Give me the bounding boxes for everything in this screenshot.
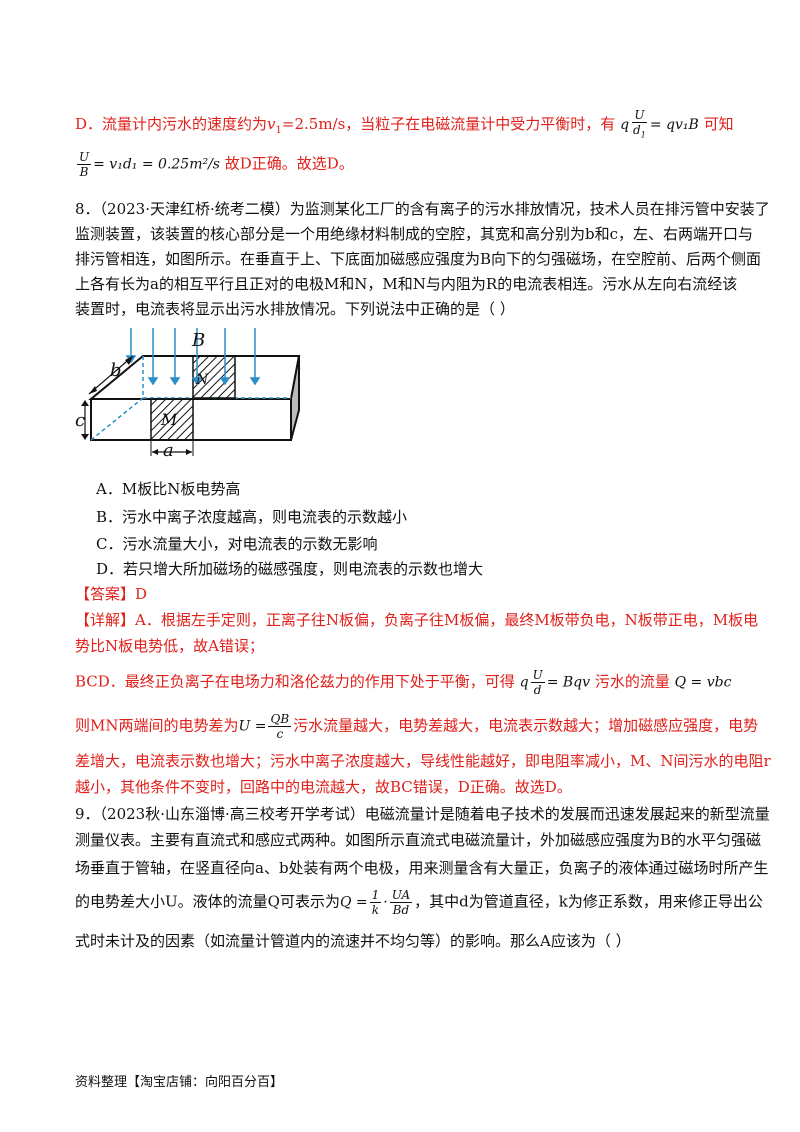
prev-d-end: 可知 (703, 115, 734, 134)
q8-detail-line-5: 差增大，电流表示数也增大；污水中离子浓度越大，导线性能越好，即电阻率减小，M、N… (75, 752, 771, 770)
label-c: c (75, 410, 86, 431)
eq-rhs: = qv₁B (649, 117, 699, 134)
frac-den-sub: 1 (640, 130, 646, 140)
frac-num: U (77, 150, 92, 165)
q9-stem-line-5: 式时未计及的因素（如流量计管道内的流速并不均匀等）的影响。那么A应该为（ ） (75, 932, 631, 950)
frac-den: B (79, 165, 89, 179)
q-symbol: q (519, 674, 529, 691)
q-symbol: q (620, 117, 630, 134)
v-symbol: v (267, 115, 276, 134)
q8-option-b: B．污水中离子浓度越高，则电流表的示数越小 (96, 508, 408, 526)
bcd-text-2: 污水的流量 (594, 672, 670, 691)
q8-detail-line-6: 越小，其他条件不变时，回路中的电流越大，故BC错误，D正确。故选D。 (75, 778, 572, 796)
q9-text-a: 的电势差大小U。液体的流量Q可表示为 (75, 892, 340, 911)
frac-num: QB (268, 712, 292, 727)
frac-den: Bd (392, 903, 410, 917)
q8-detail-line-2: 势比N板电势低，故A错误； (75, 637, 264, 655)
q8-stem-line-3: 排污管相连，如图所示。在垂直于上、下底面加磁感应强度为B向下的匀强磁场，在空腔前… (75, 250, 762, 268)
q9-stem-line-2: 测量仪表。主要有直流式和感应式两种。如图所示直流式电磁流量计，外加磁感应强度为B… (75, 831, 762, 849)
flowmeter-diagram (81, 328, 301, 456)
q8-stem-line-2: 监测装置，该装置的核心部分是一个用绝缘材料制成的空腔，其宽和高分别为b和c，左、… (75, 225, 754, 243)
q9-stem-line-1: 9．（2023秋·山东淄博·高三校考开学考试）电磁流量计是随着电子技术的发展而迅… (75, 805, 770, 823)
q9-text-b: ，其中d为管道直径，k为修正系数，用来修正导出公 (414, 892, 763, 911)
q8-stem-line-4: 上各有长为a的相互平行且正对的电极M和N，M和N与内阻为R的电流表相连。污水从左… (75, 275, 738, 293)
prev-d-value: =2.5m/s，当粒子在电磁流量计中受力平衡时，有 (281, 115, 616, 134)
label-N: N (196, 372, 209, 388)
result-eq: = v₁d₁ = 0.25m²/s (93, 156, 220, 173)
frac-den: k (371, 903, 380, 917)
label-B: B (192, 330, 206, 351)
frac-den: d1 (631, 123, 648, 142)
q8-option-d: D．若只增大所加磁场的磁感强度，则电流表的示数也增大 (96, 560, 484, 578)
frac-den: c (276, 727, 284, 741)
v-sub: 1 (275, 125, 282, 137)
q8-stem-line-5: 装置时，电流表将显示出污水排放情况。下列说法中正确的是（ ） (75, 300, 515, 318)
label-a: a (163, 440, 174, 461)
label-M: M (161, 410, 178, 429)
frac-den-d: d (633, 123, 641, 137)
q8-detail-line-1: 【详解】A．根据左手定则，正离子往N板偏，负离子往M板偏，最终M板带负电，N板带… (75, 611, 759, 629)
prev-d-text: D．流量计内污水的速度约为 (75, 115, 268, 134)
mn-text: 则MN两端间的电势差为 (75, 716, 239, 735)
q9-stem-line-3: 场垂直于管轴，在竖直径向a、b处装有两个电极，用来测量含有大量正，负离子的液体通… (75, 859, 769, 877)
bcd-eq: = Bqv (546, 674, 591, 691)
bcd-text: BCD．最终正负离子在电场力和洛伦兹力的作用下处于平衡，可得 (75, 672, 515, 691)
mn-text-2: 污水流量越大，电势差越大，电流表示数越大；增加磁感应强度，电势 (293, 716, 759, 735)
flow-eq: Q = vbc (674, 674, 732, 691)
q9-eq: Q = (339, 894, 368, 911)
frac-num: U (632, 108, 647, 123)
mn-eq: U = (238, 718, 267, 735)
q8-option-a: A．M板比N板电势高 (96, 480, 241, 498)
page-footer: 资料整理【淘宝店铺：向阳百分百】 (75, 1075, 284, 1090)
q8-option-c: C．污水流量大小，对电流表的示数无影响 (96, 535, 378, 553)
frac-den: d (533, 683, 542, 697)
frac-num: U (530, 668, 545, 683)
frac-num: UA (389, 888, 413, 903)
result-text: 故D正确。故选D。 (224, 154, 354, 173)
frac-num: 1 (369, 888, 382, 903)
label-b: b (110, 360, 122, 381)
q8-stem-line-1: 8．（2023·天津红桥·统考二模）为监测某化工厂的含有离子的污水排放情况，技术… (75, 200, 770, 218)
prev-solution-d-line: D．流量计内污水的速度约为v1=2.5m/s，当粒子在电磁流量计中受力平衡时，有… (75, 108, 734, 142)
q8-answer: 【答案】D (75, 585, 148, 603)
